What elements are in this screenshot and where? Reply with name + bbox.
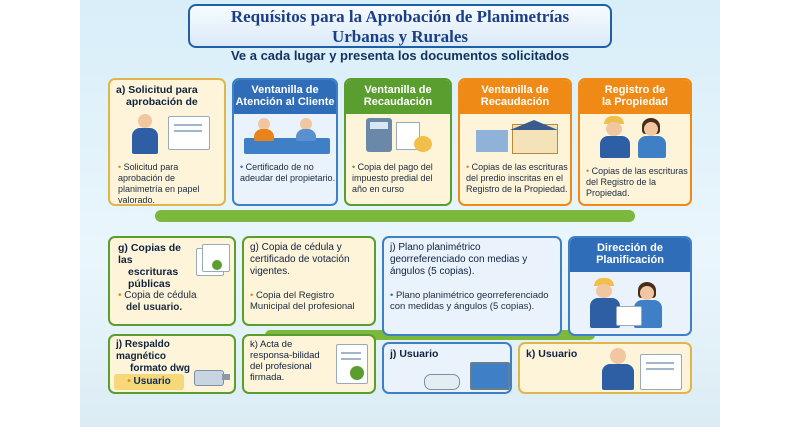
card-g-cedula: g) Copia de cédula y certificado de vota… (242, 236, 376, 326)
card-title: j) Plano planimétrico georreferenciado c… (390, 242, 528, 277)
signed-document-icon (336, 344, 372, 386)
card-title: g) Copia de cédula y certificado de vota… (250, 242, 350, 277)
card-title: j) Usuario (390, 348, 439, 360)
card-k-usuario: k) Usuario (518, 342, 692, 394)
service-desk-icon (244, 116, 330, 156)
card-text: • Copia del pago del impuesto predial de… (352, 162, 433, 194)
subtitle: Ve a cada lugar y presenta los documento… (230, 48, 570, 63)
title-line-2: Urbanas y Rurales (331, 27, 468, 46)
user-label: • Usuario (114, 374, 184, 390)
person-signing-icon (598, 348, 688, 392)
card-text: • Copia del Registro Municipal del profe… (250, 290, 355, 312)
card-j-usuario: j) Usuario (382, 342, 512, 394)
usb-drive-icon (194, 366, 232, 386)
documents-icon (196, 244, 232, 278)
card-text: • Plano planimétrico georreferenciado co… (390, 290, 549, 312)
card-title: aprobación de (126, 96, 198, 108)
card-a-solicitud: a) Solicitud para aprobación de • Solici… (108, 78, 226, 206)
card-k-acta: k) Acta de responsa-bilidad del profesio… (242, 334, 376, 394)
title-banner: Requísitos para la Aprobación de Planime… (188, 4, 612, 48)
title-line-1: Requísitos para la Aprobación de Planime… (230, 7, 570, 26)
calculator-coins-icon (366, 118, 436, 154)
card-j-plano: j) Plano planimétrico georreferenciado c… (382, 236, 562, 336)
engineers-icon (598, 116, 678, 158)
planners-icon (588, 278, 676, 332)
card-text: • Solicitud para aprobación de planimetr… (118, 162, 200, 205)
card-text: • Copias de las escrituras del predio in… (466, 162, 568, 194)
flow-arrow (155, 210, 635, 222)
card-text: • Certificado de no adeudar del propieta… (240, 162, 336, 183)
usb-laptop-icon (424, 362, 510, 392)
card-title: a) Solicitud para (116, 84, 198, 96)
card-title: k) Usuario (526, 348, 578, 360)
card-title: k) Acta de responsa-bilidad del profesio… (250, 339, 320, 383)
card-text: • Copias de las escrituras del Registro … (586, 166, 688, 198)
person-with-document-icon (128, 112, 218, 156)
infographic-canvas: Requísitos para la Aprobación de Planime… (80, 0, 720, 427)
houses-icon (476, 120, 560, 154)
